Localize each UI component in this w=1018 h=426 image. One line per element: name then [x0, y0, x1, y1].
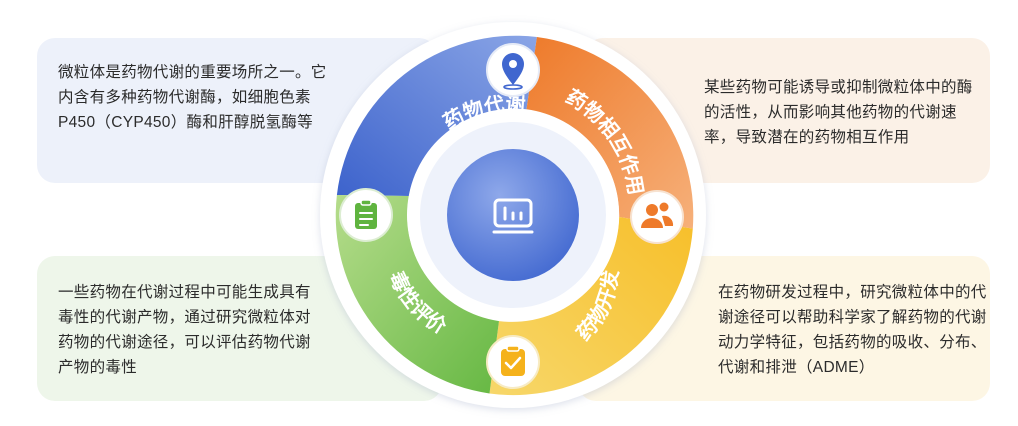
location-pin-icon	[486, 43, 540, 97]
checklist-icon	[486, 335, 540, 389]
clipboard-icon	[339, 188, 393, 242]
segment-toxicity-evaluation[interactable]	[335, 195, 499, 394]
card-text-drug-metabolism: 微粒体是药物代谢的重要场所之一。它内含有多种药物代谢酶，如细胞色素P450（CY…	[58, 64, 327, 131]
segment-drug-development[interactable]	[489, 217, 693, 396]
users-icon	[630, 190, 684, 244]
segment-drug-interaction[interactable]	[526, 37, 694, 229]
card-text-toxicity-evaluation: 一些药物在代谢过程中可能生成具有毒性的代谢产物，通过研究微粒体对药物的代谢途径，…	[58, 284, 311, 376]
chart-board-icon	[492, 198, 534, 234]
card-text-drug-development: 在药物研发过程中，研究微粒体中的代谢途径可以帮助科学家了解药物的代谢动力学特征，…	[718, 284, 987, 376]
card-text-drug-interaction: 某些药物可能诱导或抑制微粒体中的酶的活性，从而影响其他药物的代谢速率，导致潜在的…	[704, 79, 973, 146]
